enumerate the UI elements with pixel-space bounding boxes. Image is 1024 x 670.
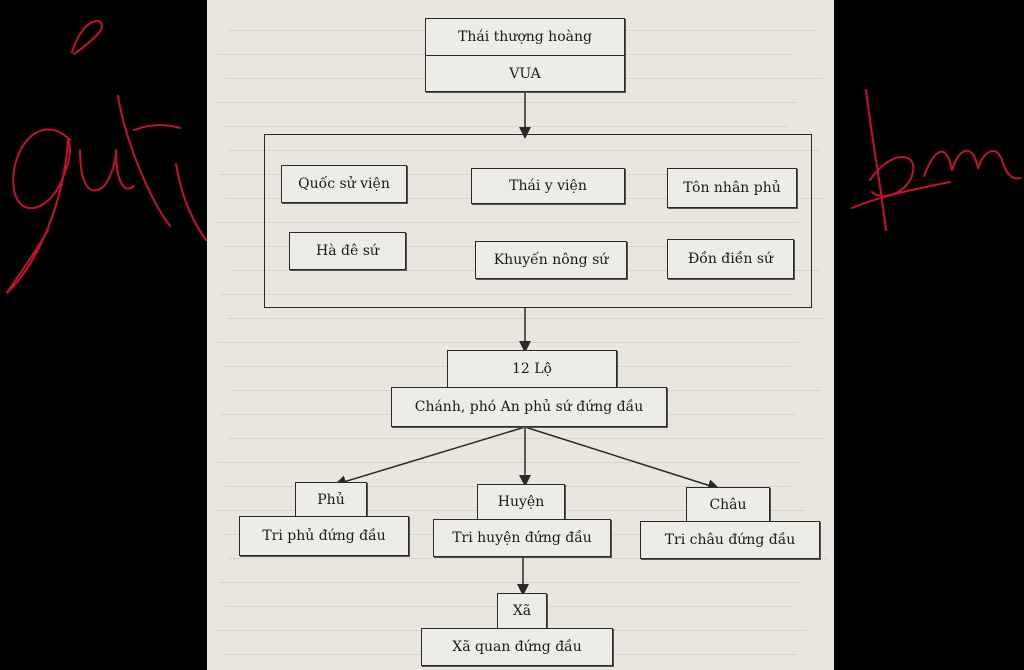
lo-head-box: Chánh, phó An phủ sứ đứng đầu bbox=[391, 387, 667, 427]
xa-head-box: Xã quan đứng đầu bbox=[421, 628, 613, 666]
background-line bbox=[229, 558, 827, 559]
arrow-lo-to-phu bbox=[334, 426, 526, 488]
central-agencies-frame bbox=[264, 134, 812, 308]
background-line bbox=[222, 126, 788, 127]
background-line bbox=[216, 222, 798, 223]
ink-stroke-right bbox=[865, 89, 887, 231]
background-line bbox=[215, 102, 797, 103]
agency-khuyen-nong-su: Khuyến nông sứ bbox=[475, 241, 627, 279]
scanned-page: Thái thượng hoàng VUA Quốc sử viện Thái … bbox=[207, 0, 834, 670]
agency-quoc-su-vien: Quốc sử viện bbox=[281, 165, 407, 203]
background-line bbox=[217, 342, 799, 343]
background-line bbox=[220, 294, 794, 295]
xa-box: Xã bbox=[497, 593, 547, 629]
agency-ton-nhan-phu: Tôn nhân phủ bbox=[667, 168, 797, 208]
vua-box: VUA bbox=[425, 55, 625, 92]
ink-stroke-left bbox=[117, 95, 171, 227]
chau-head-box: Tri châu đứng đầu bbox=[640, 521, 820, 559]
thai-thuong-hoang-box: Thái thượng hoàng bbox=[425, 18, 625, 56]
ink-stroke-left bbox=[175, 163, 207, 241]
ink-stroke-right bbox=[869, 156, 915, 197]
ink-stroke-left bbox=[133, 124, 181, 131]
ink-stroke-left bbox=[71, 20, 103, 55]
phu-head-box: Tri phủ đứng đầu bbox=[239, 516, 409, 556]
background-line bbox=[228, 438, 826, 439]
ink-stroke-left bbox=[79, 149, 135, 192]
lo-box: 12 Lộ bbox=[447, 350, 617, 388]
agency-thai-y-vien: Thái y viện bbox=[471, 168, 625, 204]
phu-box: Phủ bbox=[295, 482, 367, 518]
agency-ha-de-su: Hà đê sứ bbox=[289, 232, 406, 270]
ink-stroke-left bbox=[6, 128, 71, 294]
arrow-lo-to-chau bbox=[524, 426, 720, 491]
chau-box: Châu bbox=[686, 487, 770, 523]
ink-stroke-right bbox=[851, 181, 951, 209]
agency-don-dien-su: Đồn điền sứ bbox=[667, 239, 794, 279]
background-line bbox=[219, 582, 801, 583]
background-line bbox=[229, 150, 819, 151]
background-line bbox=[227, 318, 825, 319]
ink-stroke-right bbox=[923, 149, 1021, 180]
huyen-box: Huyện bbox=[477, 484, 565, 520]
huyen-head-box: Tri huyện đứng đầu bbox=[433, 519, 611, 557]
connector-lines bbox=[334, 92, 720, 596]
background-line bbox=[218, 462, 800, 463]
